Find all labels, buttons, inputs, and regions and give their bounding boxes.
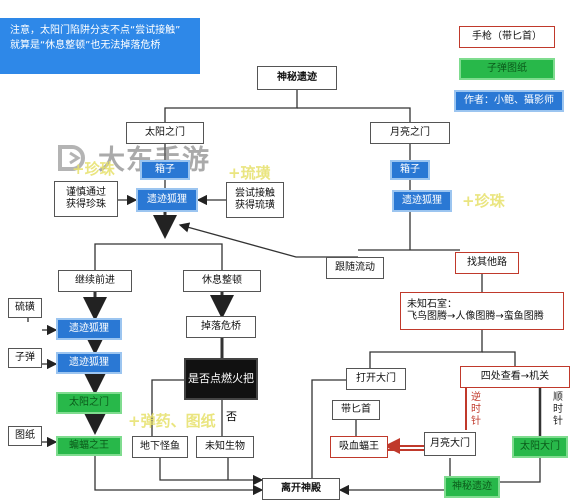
legend-item-pistol: 手枪（带匕首）: [459, 26, 555, 48]
label-bullet: 子弹: [8, 348, 42, 368]
node-careful: 谨慎通过 获得珍珠: [54, 181, 118, 217]
node-underground: 地下怪鱼: [132, 436, 188, 458]
node-drop-bridge: 掉落危桥: [186, 316, 256, 338]
node-try-touch: 尝试接触 获得琉璜: [226, 182, 284, 218]
node-moon-gate: 月亮之门: [370, 122, 450, 144]
node-rest: 休息整顿: [183, 270, 261, 292]
node-final-green: 蝙蝠之王: [56, 436, 122, 456]
node-unknown-room: 未知石室： 飞鸟图腾→人像图腾→蛮鱼图腾: [400, 292, 564, 330]
warning-note: 注意，太阳门陷阱分支不点“尝试接触” 就算是“休息整顿”也无法掉落危桥: [0, 18, 200, 74]
node-moon-door: 月亮大门: [424, 432, 476, 456]
node-box-left: 箱子: [140, 160, 190, 180]
overlay-bullet-drawing: +弹药、图纸: [128, 412, 216, 430]
note-line-1: 注意，太阳门陷阱分支不点“尝试接触”: [10, 25, 181, 36]
node-open-door: 打开大门: [346, 368, 406, 390]
overlay-pearl-2: +珍珠: [462, 192, 505, 210]
node-sun-gate: 太阳之门: [126, 122, 204, 144]
node-other-path: 找其他路: [455, 252, 519, 274]
note-line-2: 就算是“休息整顿”也无法掉落危桥: [10, 39, 161, 51]
node-sun-gate-green: 太阳之门: [56, 392, 122, 414]
node-box-right: 箱子: [390, 160, 430, 180]
node-relic-b: 遗迹狐狸: [56, 352, 122, 374]
overlay-sulfur: +琉璜: [228, 164, 271, 182]
node-look-around: 四处查看→机关: [460, 366, 570, 388]
node-vampire: 吸血蝠王: [330, 436, 388, 458]
node-relic-right: 遗迹狐狸: [392, 190, 452, 212]
legend-item-author: 作者：小鲍、攝影师: [454, 90, 564, 112]
label-no: 否: [226, 410, 237, 423]
node-sun-door-green: 太阳大门: [512, 436, 568, 458]
node-light-fire: 是否点燃火把: [184, 358, 258, 400]
node-title: 神秘遗迹: [257, 66, 337, 90]
node-relic-a: 遗迹狐狸: [56, 318, 122, 340]
node-dagger: 带匕首: [332, 400, 380, 420]
label-sulfur: 硫磺: [8, 298, 42, 318]
label-clockwise: 顺时针: [553, 392, 563, 427]
brand-logo-icon: [58, 144, 85, 171]
node-exit-green: 神秘遗迹: [444, 476, 500, 498]
label-drawing: 图纸: [8, 426, 42, 446]
node-leave-temple: 离开神殿: [262, 478, 340, 500]
legend-item-bullet-drawing: 子弹图纸: [459, 58, 555, 80]
overlay-pearl: +珍珠: [72, 160, 115, 178]
node-relic-left: 遗迹狐狸: [136, 188, 198, 212]
label-counter-clockwise: 逆时针: [471, 392, 481, 427]
node-continue: 继续前进: [58, 270, 132, 292]
node-unknown-creature: 未知生物: [196, 436, 254, 458]
node-follow-flow: 跟随流动: [326, 257, 384, 279]
